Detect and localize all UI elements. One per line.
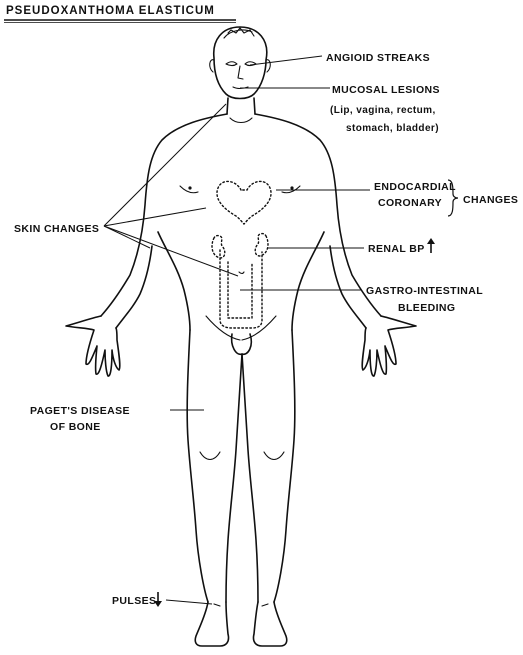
figure-title: PSEUDOXANTHOMA ELASTICUM xyxy=(6,5,215,17)
label-gastro-intestinal: GASTRO-INTESTINAL xyxy=(366,285,483,297)
label-pagets-disease: PAGET'S DISEASE xyxy=(30,405,130,417)
label-skin-changes: SKIN CHANGES xyxy=(14,223,99,235)
label-mucosal-detail-1: (Lip, vagina, rectum, xyxy=(330,105,436,116)
label-bleeding: BLEEDING xyxy=(398,302,455,314)
label-pulses: PULSES xyxy=(112,595,156,607)
label-endocardial: ENDOCARDIAL xyxy=(374,181,456,193)
label-changes: CHANGES xyxy=(463,194,518,206)
label-mucosal-lesions: MUCOSAL LESIONS xyxy=(332,84,440,96)
heart-outline xyxy=(217,181,271,224)
label-of-bone: OF BONE xyxy=(50,421,101,433)
label-angioid-streaks: ANGIOID STREAKS xyxy=(326,52,430,64)
organ-outlines xyxy=(212,181,271,328)
colon-outline xyxy=(220,250,262,328)
body-outline xyxy=(66,27,416,646)
leader-lines xyxy=(104,56,370,604)
label-coronary: CORONARY xyxy=(378,197,442,209)
label-mucosal-detail-2: stomach, bladder) xyxy=(346,123,439,134)
left-kidney-outline xyxy=(212,236,225,258)
label-renal-bp: RENAL BP xyxy=(368,243,425,255)
arrow-up-icon xyxy=(427,238,435,253)
